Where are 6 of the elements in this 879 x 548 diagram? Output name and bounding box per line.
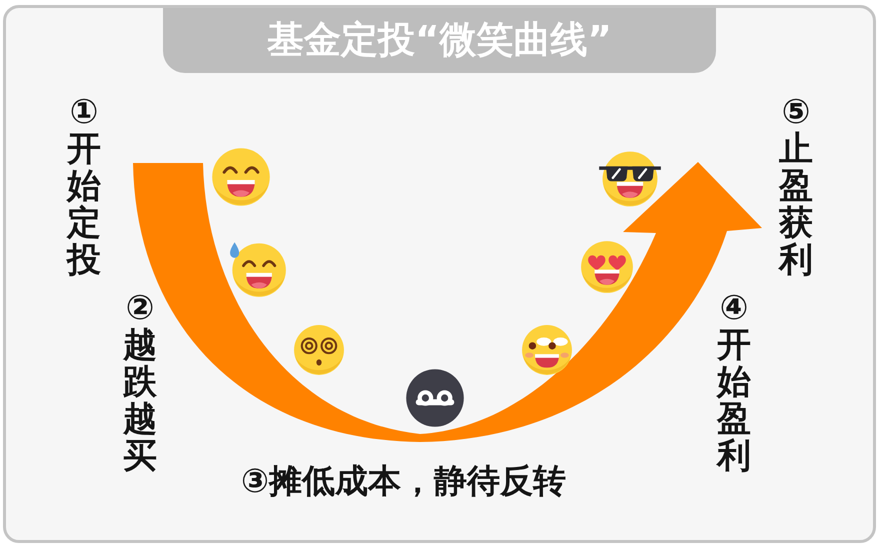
step-label: ③摊低成本，静待反转 — [241, 461, 566, 501]
step-label: ⑤止盈获利 — [778, 94, 814, 279]
title: 基金定投“微笑曲线” — [267, 17, 612, 63]
step-label: ④开始盈利 — [716, 290, 752, 475]
step-label: ②越跌越买 — [122, 290, 158, 475]
step-label: ①开始定投 — [66, 94, 102, 279]
